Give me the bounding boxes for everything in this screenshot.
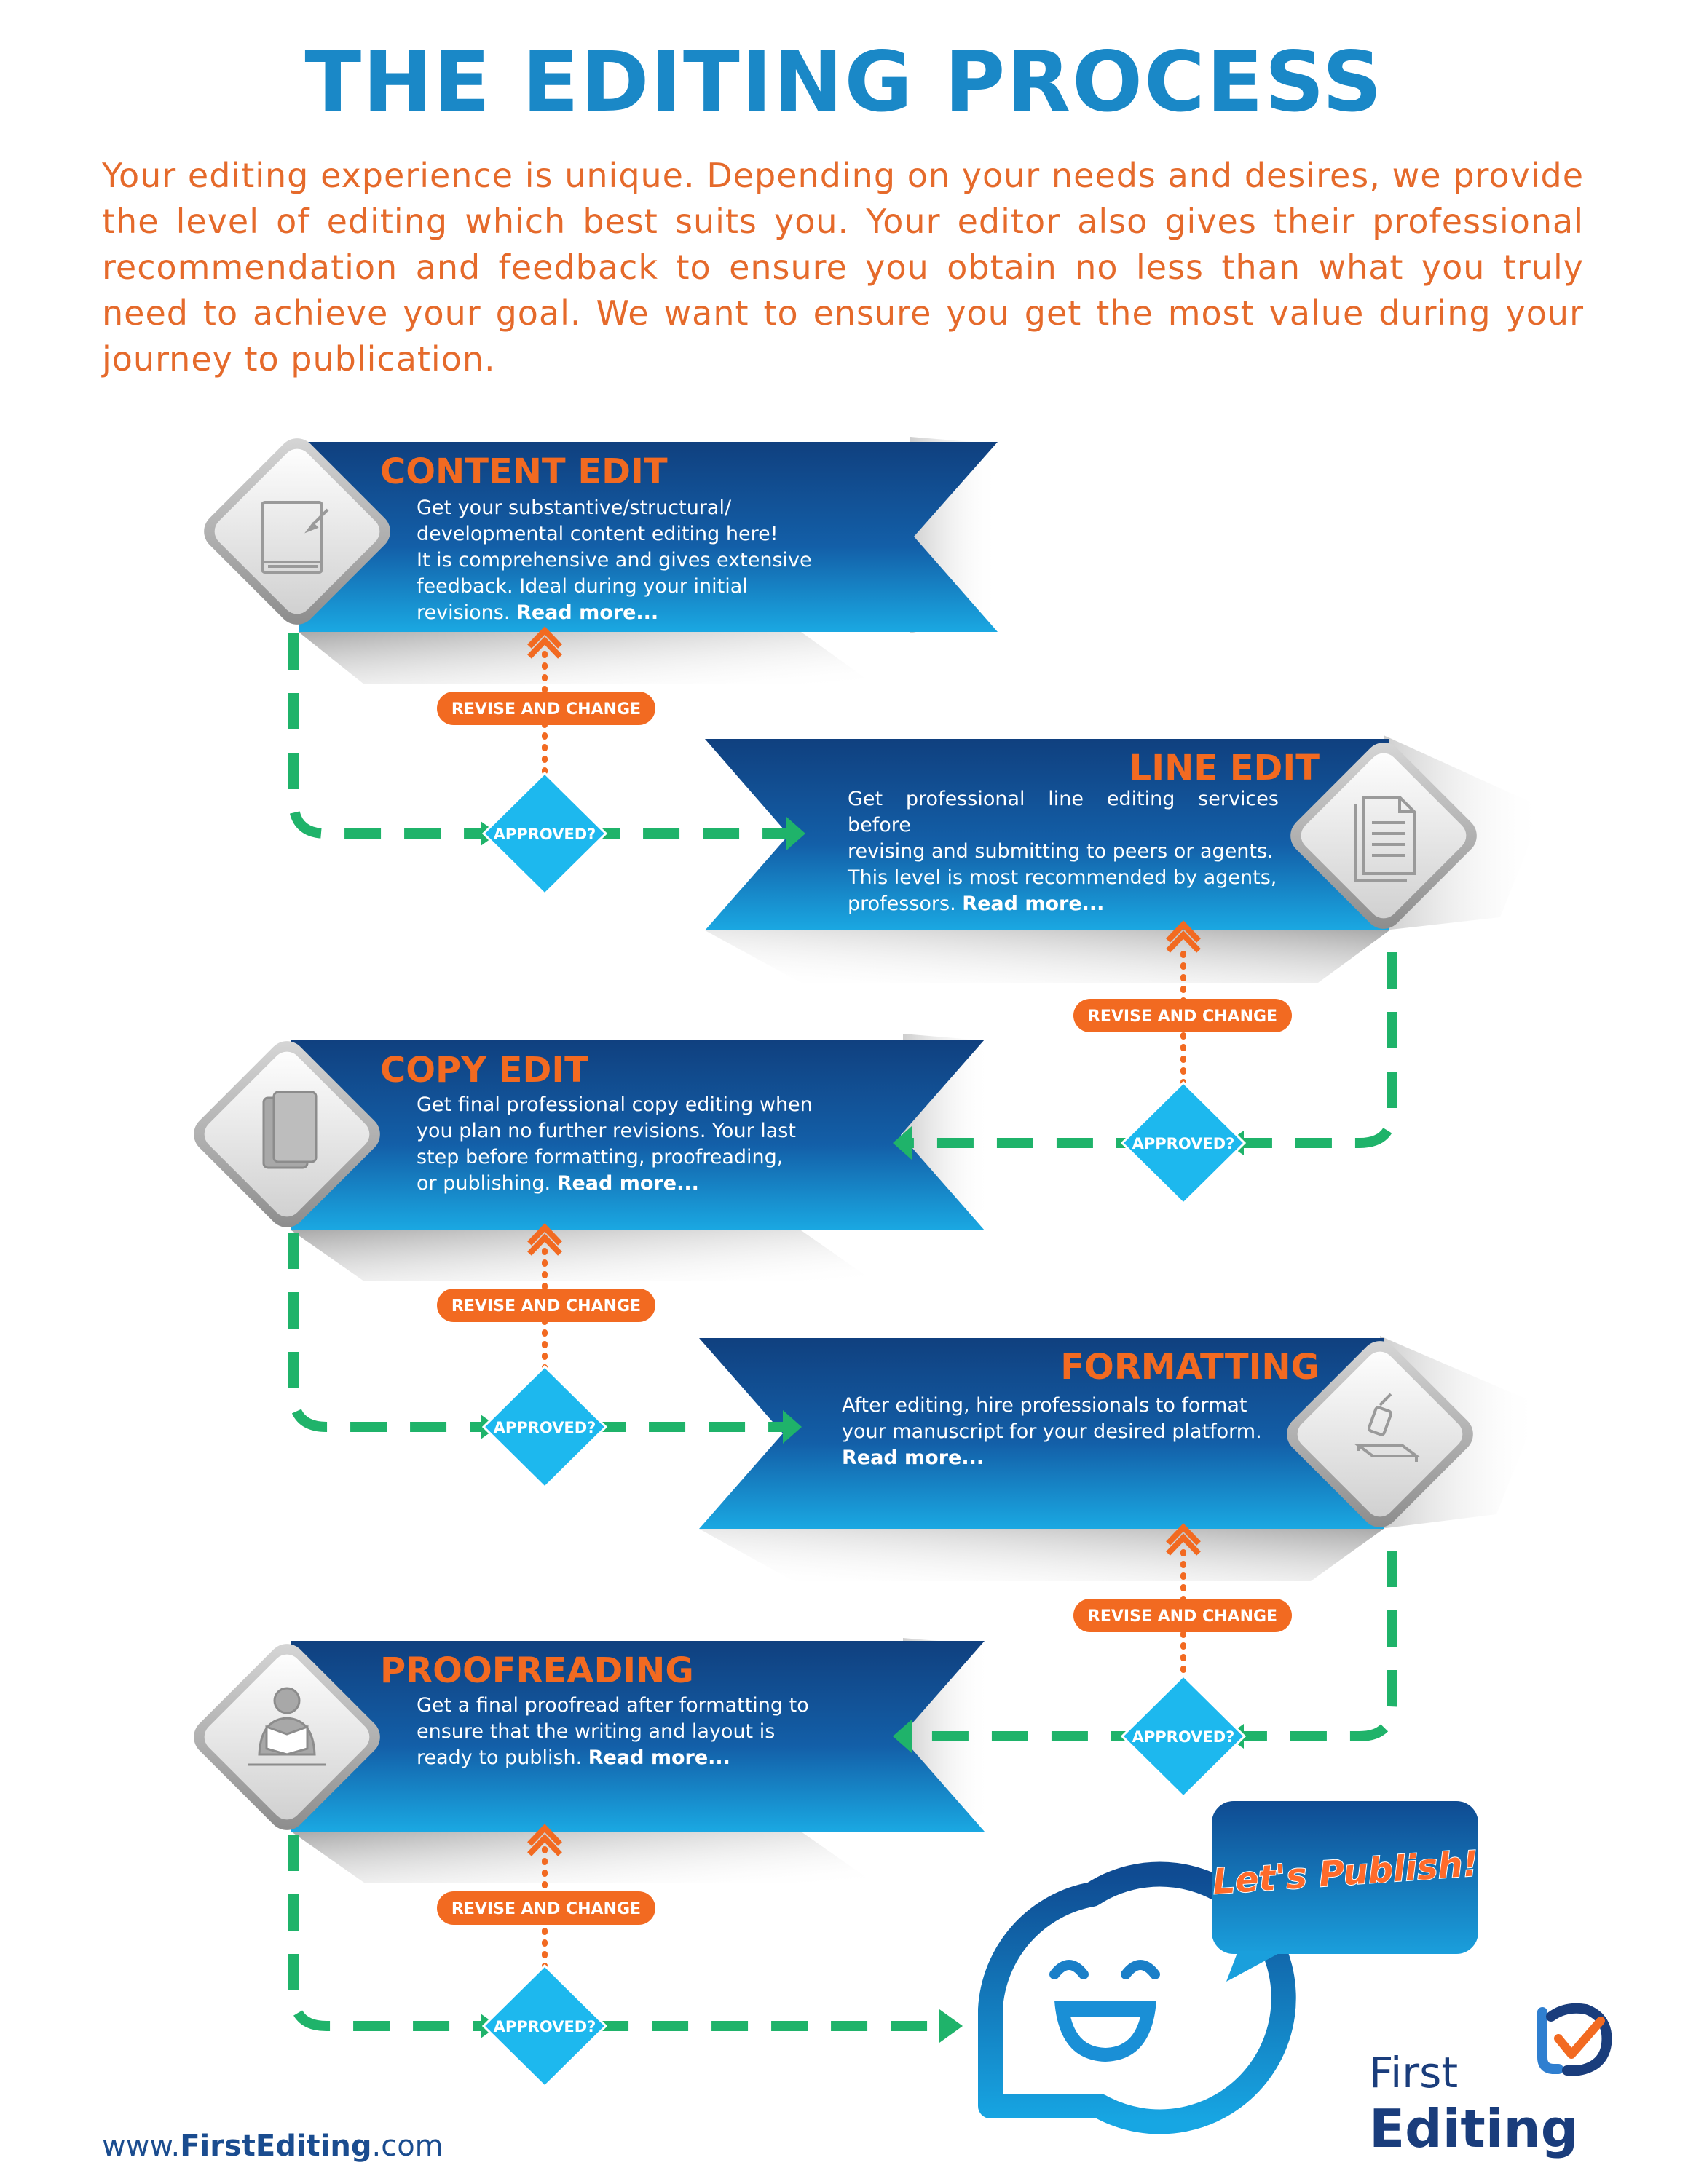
revise-arrowheads	[527, 626, 1201, 1856]
copy-edit-banner[interactable]	[291, 1040, 985, 1230]
approved-diamonds	[481, 771, 1247, 2089]
stage-copy-edit[interactable]	[186, 1033, 990, 1281]
proofreading-banner[interactable]	[291, 1641, 985, 1832]
book-pencil-icon	[261, 501, 329, 574]
stage-formatting[interactable]	[699, 1333, 1540, 1581]
revise-and-change-label: REVISE AND CHANGE	[451, 1900, 641, 1918]
read-more-link[interactable]: Read more...	[588, 1746, 730, 1769]
arrow-left-icon	[893, 1126, 912, 1160]
revise-and-change-label: REVISE AND CHANGE	[1088, 1008, 1277, 1026]
first-editing-logo-mark	[1537, 2003, 1612, 2076]
read-more-link[interactable]: Read more...	[556, 1172, 699, 1195]
approved-path	[288, 633, 1397, 2031]
stage-line-edit[interactable]	[705, 735, 1544, 983]
banner-shadow	[291, 1832, 874, 1883]
stage-content-edit[interactable]	[196, 430, 998, 684]
stamp-icon	[1354, 1393, 1421, 1462]
approved-label: APPROVED?	[494, 826, 596, 843]
banner-shadow	[291, 1230, 874, 1281]
content-edit-banner[interactable]	[299, 442, 998, 632]
url-prefix: www.	[102, 2129, 181, 2163]
approved-label: APPROVED?	[1132, 1135, 1235, 1152]
read-more-link[interactable]: Read more...	[516, 601, 659, 624]
revise-and-change-label: REVISE AND CHANGE	[451, 1297, 641, 1315]
arrow-right-icon	[786, 817, 805, 850]
revise-pills	[437, 692, 1292, 1925]
line-edit-banner[interactable]	[705, 739, 1389, 930]
approved-label: APPROVED?	[1132, 1728, 1235, 1746]
revise-and-change-label: REVISE AND CHANGE	[1088, 1607, 1277, 1626]
url-suffix: .com	[371, 2129, 443, 2163]
revise-and-change-label: REVISE AND CHANGE	[451, 700, 641, 719]
closed-book-icon	[262, 1091, 318, 1169]
banner-shadow	[699, 1529, 1384, 1581]
stage-proofreading[interactable]	[186, 1636, 990, 1883]
smiley-face-icon	[978, 1861, 1296, 2134]
read-more-link[interactable]: Read more...	[962, 893, 1105, 915]
content-edit-icon-badge	[204, 438, 390, 625]
intro-paragraph: Your editing experience is unique. Depen…	[102, 156, 1584, 379]
logo-first: First	[1369, 2048, 1459, 2097]
speech-bubble	[1212, 1801, 1478, 1982]
arrow-left-icon	[893, 1720, 912, 1753]
reader-icon	[248, 1687, 326, 1766]
banner-shadow	[299, 632, 874, 684]
arrow-right-icon	[783, 1410, 802, 1444]
description-last-line: Read more...	[842, 1445, 1279, 1471]
approved-label: APPROVED?	[494, 1419, 596, 1436]
line-edit-icon-badge	[1290, 743, 1477, 929]
formatting-icon-badge	[1287, 1341, 1473, 1527]
formatting-banner[interactable]	[699, 1338, 1384, 1529]
document-icon	[1354, 796, 1416, 882]
page-title: THE EDITING PROCESS	[304, 33, 1384, 130]
banner-shadow	[705, 930, 1389, 983]
approved-label: APPROVED?	[494, 2018, 596, 2035]
copy-edit-icon-badge	[194, 1041, 380, 1227]
read-more-link[interactable]: Read more...	[842, 1447, 985, 1469]
proofreading-icon-badge	[194, 1644, 380, 1830]
website-link[interactable]: www.FirstEditing.com	[102, 2129, 443, 2163]
arrow-right-icon	[939, 2009, 963, 2043]
logo-editing: Editing	[1369, 2098, 1579, 2159]
url-brand: FirstEditing	[180, 2129, 372, 2163]
